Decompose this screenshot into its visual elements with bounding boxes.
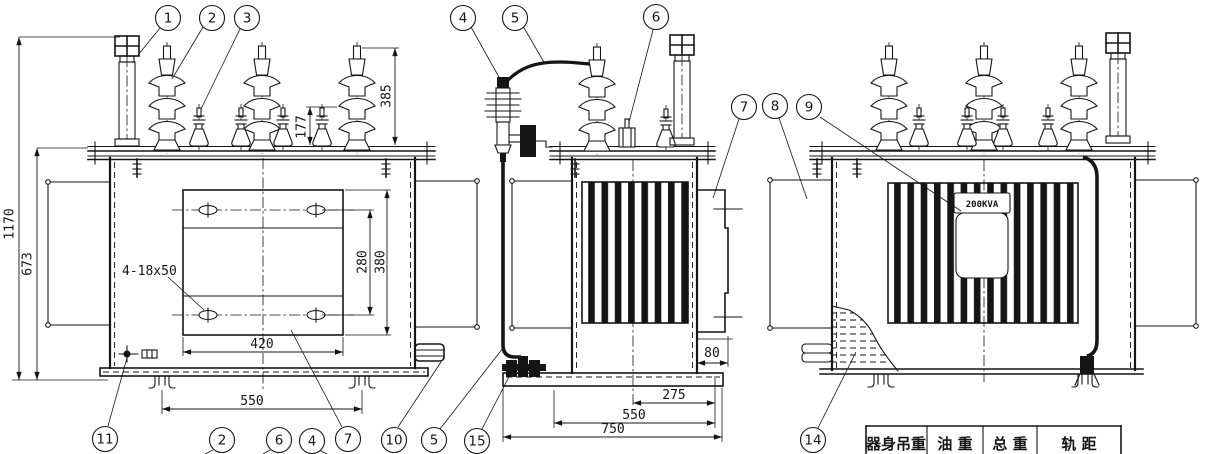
- svg-text:14: 14: [804, 433, 821, 449]
- rear-view: 200KVA: [767, 32, 1199, 388]
- dim-center-to-wheel: 275: [662, 388, 685, 403]
- svg-text:6: 6: [275, 433, 284, 449]
- rear-tank: [830, 156, 1137, 382]
- callout-2b: 2: [208, 426, 236, 454]
- callout-8: 8: [761, 92, 789, 120]
- spec-table: 器身吊重 油 重 总 重 轨 距: [865, 425, 1122, 454]
- tap-changer-cap: [618, 118, 636, 148]
- rear-base: [819, 368, 1144, 388]
- svg-text:5: 5: [511, 11, 520, 27]
- rear-left-radiator: [767, 177, 833, 331]
- side-base: [502, 372, 724, 387]
- nameplate: 200KVA: [953, 192, 1011, 279]
- spec-col-oil-weight: 油 重: [937, 435, 972, 453]
- dim-lv-bushing-height: 177: [295, 115, 310, 138]
- front-left-radiator: [45, 179, 111, 328]
- oil-gauge-pipe-side: [669, 34, 695, 146]
- side-dimensions: 80 275 550 750: [502, 336, 733, 442]
- callout-9: 9: [795, 93, 823, 121]
- mounting-slot: [198, 202, 326, 323]
- svg-text:2: 2: [208, 11, 217, 27]
- front-dimensions: 1170 673 385 177 280 380 420 550 4-18x50: [3, 36, 399, 414]
- spec-col-total-weight: 总 重: [992, 435, 1027, 453]
- svg-text:7: 7: [344, 432, 353, 448]
- butterfly-valve-side: [502, 356, 546, 377]
- dim-wheel-gauge-front: 550: [240, 394, 263, 409]
- svg-text:9: 9: [805, 100, 814, 116]
- dim-tank-height: 673: [21, 252, 36, 275]
- callout-2: 2: [198, 4, 226, 32]
- dim-hole-spacing: 280: [356, 250, 371, 273]
- callout-leaders: [107, 25, 962, 454]
- callout-14: 14: [799, 426, 827, 454]
- drain-valve-front: [414, 343, 445, 362]
- callout-5: 5: [501, 4, 529, 32]
- callout-7b: 7: [334, 425, 362, 453]
- callout-4: 4: [449, 4, 477, 32]
- oil-gauge-pipe-front: [114, 35, 140, 147]
- dim-rail-width: 80: [704, 346, 720, 361]
- hv-bushings-rear: [870, 41, 1098, 155]
- nameplate-rating: 200KVA: [966, 200, 999, 210]
- svg-text:3: 3: [243, 11, 252, 27]
- dim-plate-height: 380: [374, 250, 389, 273]
- callout-1: 1: [154, 4, 182, 32]
- callout-7: 7: [730, 93, 758, 121]
- callout-10: 10: [380, 426, 408, 454]
- side-cover-flange: [549, 141, 716, 178]
- lv-bushing-side: [656, 104, 676, 152]
- slot-note: 4-18x50: [122, 264, 177, 279]
- svg-text:2: 2: [218, 433, 227, 449]
- callout-11: 11: [91, 425, 119, 453]
- front-base: [99, 367, 429, 389]
- dim-base-length: 750: [601, 422, 624, 437]
- dim-wheel-base: 550: [622, 408, 645, 423]
- svg-text:7: 7: [740, 100, 749, 116]
- dim-overall-height: 1170: [3, 208, 18, 239]
- hv-bushings-front: [148, 41, 376, 155]
- side-left-radiator: [509, 178, 573, 331]
- arrester-down-cable: [501, 160, 521, 359]
- svg-text:8: 8: [771, 99, 780, 115]
- dim-plate-width: 420: [250, 337, 273, 352]
- oil-gauge-pipe-rear: [1105, 32, 1131, 144]
- lifting-rail-bracket: [696, 189, 743, 333]
- callout-balloons: 1 2 3 4 5 6 7 8 9 11 2 6 4 7 10 5 15 14: [91, 3, 827, 454]
- lightning-arrester: [484, 77, 553, 162]
- dim-hv-bushing-height: 385: [380, 84, 395, 107]
- rear-right-radiator: [1134, 177, 1199, 329]
- svg-text:11: 11: [96, 432, 113, 448]
- side-tank: [570, 156, 699, 407]
- svg-text:10: 10: [385, 433, 402, 449]
- spec-col-rail-gauge: 轨 距: [1061, 435, 1096, 453]
- svg-text:4: 4: [459, 11, 468, 27]
- front-view: [45, 35, 480, 392]
- hv-bushing-side: [578, 42, 616, 156]
- svg-text:1: 1: [164, 11, 173, 27]
- svg-text:5: 5: [430, 433, 439, 449]
- callout-5b: 5: [420, 426, 448, 454]
- svg-text:4: 4: [308, 434, 317, 450]
- callout-15: 15: [463, 427, 491, 454]
- front-right-radiator: [414, 178, 480, 330]
- side-view: [484, 34, 743, 407]
- arrester-cable-top: [505, 60, 593, 83]
- spec-col-body-weight: 器身吊重: [865, 435, 926, 453]
- callout-3: 3: [233, 4, 261, 32]
- drain-valve-rear: [801, 343, 833, 363]
- callout-4b: 4: [298, 427, 326, 454]
- svg-text:6: 6: [652, 10, 661, 26]
- front-cover-flange: [87, 141, 436, 178]
- side-radiator-fins: [581, 181, 689, 324]
- ground-terminal: [118, 345, 158, 363]
- callout-6: 6: [642, 3, 670, 31]
- callout-6b: 6: [265, 426, 293, 454]
- front-tank: [108, 156, 417, 392]
- svg-text:15: 15: [468, 434, 485, 450]
